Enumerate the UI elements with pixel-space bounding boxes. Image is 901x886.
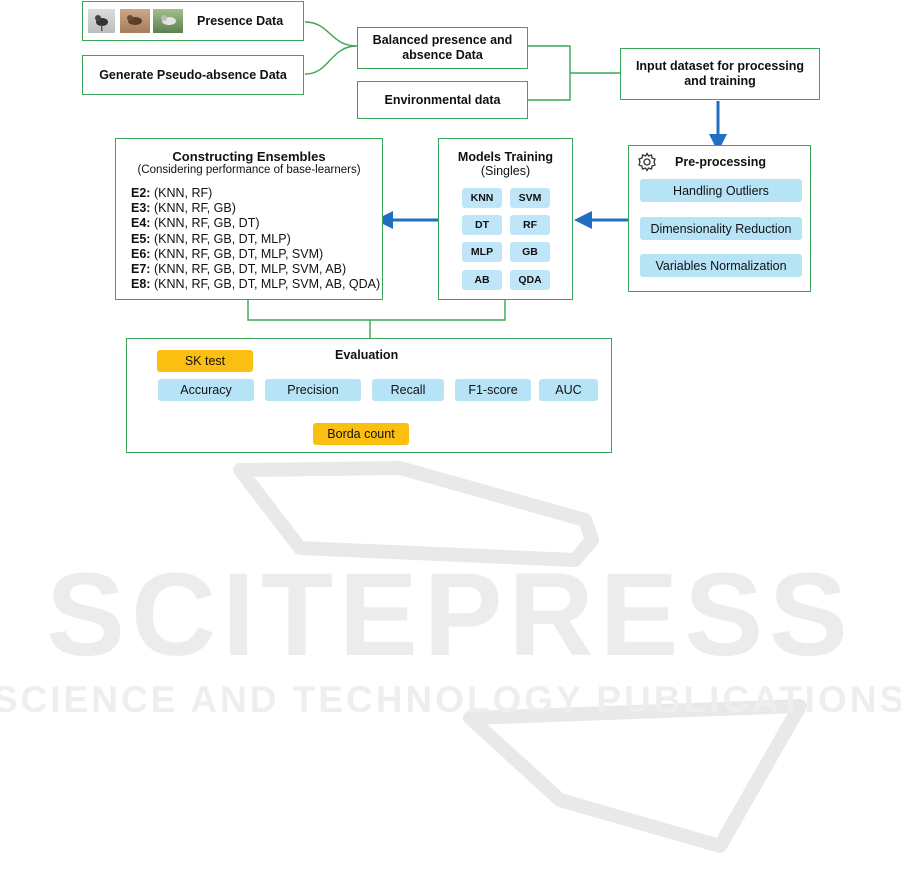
step-variables-normalization: Variables Normalization bbox=[640, 254, 802, 277]
preprocessing-box: Pre-processing Handling Outliers Dimensi… bbox=[628, 145, 811, 292]
presence-data-box: Presence Data bbox=[82, 1, 304, 41]
model-gb: GB bbox=[510, 242, 550, 262]
models-training-subtitle: (Singles) bbox=[480, 164, 531, 178]
metric-f1-score: F1-score bbox=[455, 379, 531, 401]
watermark-book-shape bbox=[233, 461, 599, 567]
bird-photo-3 bbox=[153, 9, 183, 33]
preprocessing-title: Pre-processing bbox=[675, 155, 767, 169]
evaluation-box: Evaluation SK test Accuracy Precision Re… bbox=[126, 338, 612, 453]
sk-test-badge: SK test bbox=[157, 350, 253, 372]
ensembles-title: Constructing Ensembles bbox=[172, 149, 326, 164]
ensembles-list: E2: (KNN, RF) E3: (KNN, RF, GB) E4: (KNN… bbox=[131, 186, 380, 292]
metric-auc: AUC bbox=[539, 379, 598, 401]
brace-connector bbox=[304, 21, 358, 75]
borda-count-badge: Borda count bbox=[313, 423, 409, 445]
ensemble-item: E5: (KNN, RF, GB, DT, MLP) bbox=[131, 231, 291, 246]
input-dataset-box: Input dataset for processing and trainin… bbox=[620, 48, 820, 100]
gear-icon bbox=[638, 152, 656, 172]
evaluation-title: Evaluation bbox=[335, 348, 399, 362]
model-knn: KNN bbox=[462, 188, 502, 208]
model-dt: DT bbox=[462, 215, 502, 235]
environmental-data-box: Environmental data bbox=[357, 81, 528, 119]
metric-accuracy: Accuracy bbox=[158, 379, 254, 401]
model-qda: QDA bbox=[510, 270, 550, 290]
models-training-title: Models Training bbox=[457, 150, 554, 164]
ensemble-item: E2: (KNN, RF) bbox=[131, 186, 213, 200]
join-connector bbox=[528, 45, 620, 101]
ensemble-item: E8: (KNN, RF, GB, DT, MLP, SVM, AB, QDA) bbox=[131, 277, 381, 292]
join-to-evaluation bbox=[247, 300, 506, 338]
ensembles-box: Constructing Ensembles (Considering perf… bbox=[115, 138, 383, 300]
ensembles-subtitle: (Considering performance of base-learner… bbox=[137, 164, 361, 176]
model-ab: AB bbox=[462, 270, 502, 290]
presence-data-label: Presence Data bbox=[197, 14, 284, 28]
watermark-title: SCITEPRESS bbox=[46, 549, 854, 681]
model-svm: SVM bbox=[510, 188, 550, 208]
watermark-subtitle: SCIENCE AND TECHNOLOGY PUBLICATIONS bbox=[0, 679, 901, 720]
bird-photo-2 bbox=[120, 9, 150, 33]
model-rf: RF bbox=[510, 215, 550, 235]
metric-recall: Recall bbox=[372, 379, 444, 401]
balanced-data-box: Balanced presence and absence Data bbox=[357, 27, 528, 69]
ensemble-item: E3: (KNN, RF, GB) bbox=[131, 201, 236, 216]
bird-photo-1 bbox=[88, 9, 115, 33]
ensemble-item: E7: (KNN, RF, GB, DT, MLP, SVM, AB) bbox=[131, 262, 347, 277]
metric-precision: Precision bbox=[265, 379, 361, 401]
model-mlp: MLP bbox=[462, 242, 502, 262]
ensemble-item: E4: (KNN, RF, GB, DT) bbox=[131, 216, 260, 231]
ensemble-item: E6: (KNN, RF, GB, DT, MLP, SVM) bbox=[131, 246, 324, 261]
step-dimensionality-reduction: Dimensionality Reduction bbox=[640, 217, 802, 240]
models-training-box: Models Training (Singles) KNN SVM DT RF … bbox=[438, 138, 573, 300]
watermark-book-lower bbox=[463, 699, 807, 853]
pseudo-absence-box: Generate Pseudo-absence Data bbox=[82, 55, 304, 95]
step-handling-outliers: Handling Outliers bbox=[640, 179, 802, 202]
